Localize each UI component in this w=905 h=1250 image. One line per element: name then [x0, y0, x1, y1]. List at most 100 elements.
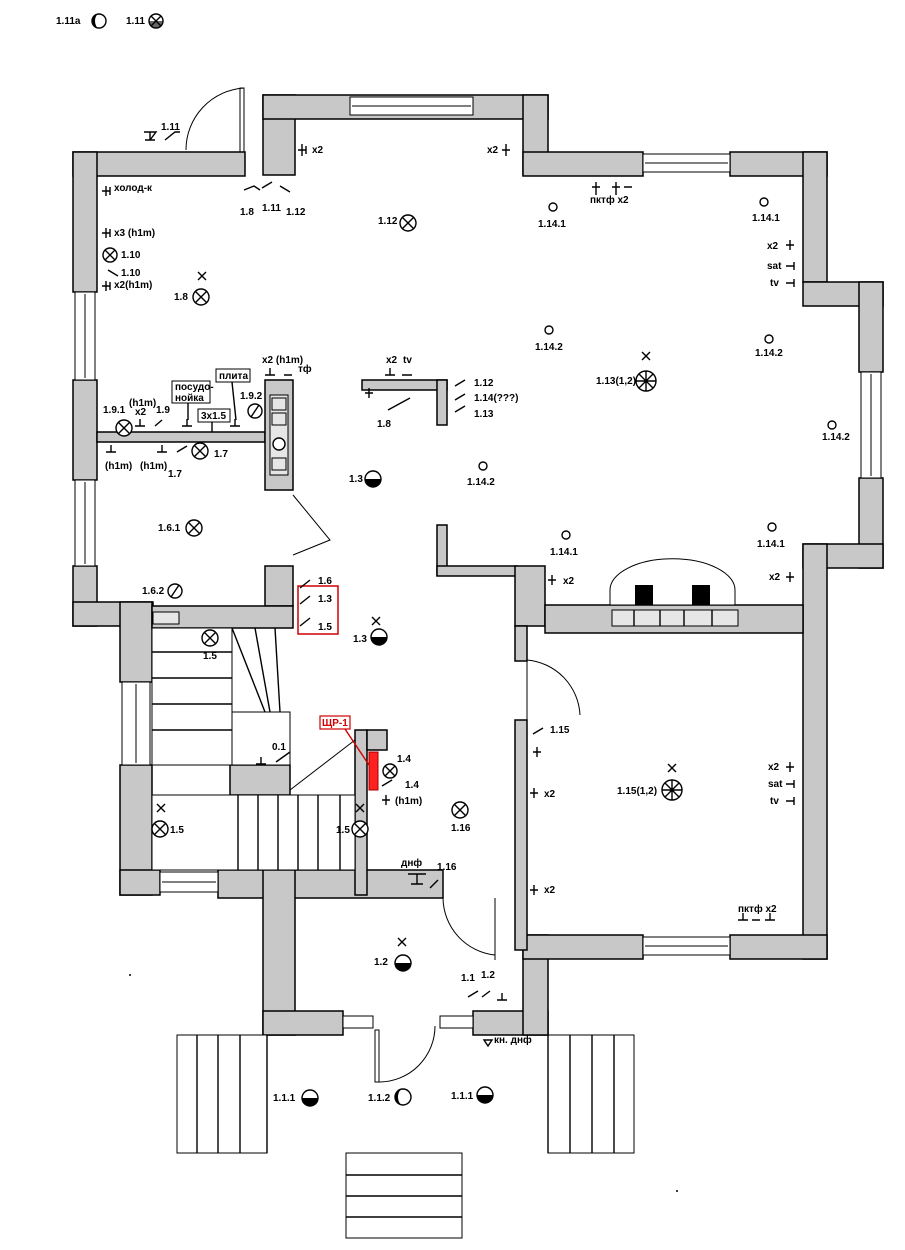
label: 1.9	[156, 405, 170, 416]
label: 1.8	[240, 207, 254, 218]
label: 1.14(???)	[474, 393, 518, 404]
label: x2	[487, 145, 499, 156]
label: tv	[770, 278, 779, 289]
junction-mark-icon	[667, 763, 677, 773]
label: 1.10	[121, 250, 141, 261]
label: sat	[767, 261, 782, 272]
socket-group-icon	[182, 419, 240, 427]
label: (h1m)	[129, 398, 156, 409]
chandelier-icon	[661, 779, 683, 801]
label: x2	[544, 885, 556, 896]
ceiling-light-icon	[151, 820, 169, 838]
socket-group-icon	[135, 419, 163, 427]
label: sat	[768, 779, 783, 790]
junction-mark-icon	[371, 616, 381, 626]
label: 1.14.2	[822, 432, 850, 443]
ceiling-light-icon	[201, 629, 219, 647]
label: 1.13(1,2)	[596, 376, 636, 387]
spotlight-icon	[827, 420, 837, 430]
label: x2	[312, 145, 324, 156]
smoke-detector-icon	[408, 873, 426, 885]
label: 1.3	[353, 634, 367, 645]
label: 1.4	[397, 754, 411, 765]
switch-group-icon	[454, 379, 466, 413]
staircase	[151, 627, 635, 1239]
switchboard-panel: ЩР-1	[319, 715, 379, 791]
ceiling-light-icon	[185, 519, 203, 537]
wall-light-icon	[394, 954, 412, 972]
socket-switch-icon	[381, 779, 393, 805]
label: 1.12	[286, 207, 306, 218]
switch-group-icon	[467, 990, 507, 1001]
label: 1.16	[437, 862, 457, 873]
label: 1.7	[214, 449, 228, 460]
socket-group-icon	[738, 913, 775, 921]
tv-socket-icon	[786, 797, 795, 805]
legend-label: 1.11a	[56, 16, 81, 27]
label: x2	[769, 572, 781, 583]
socket-switch-icon	[256, 751, 291, 765]
label: x2	[768, 762, 780, 773]
label: (h1m)	[140, 461, 167, 472]
label: 1.8	[174, 292, 188, 303]
dimmer-icon	[167, 583, 183, 599]
label: 1.14.2	[467, 477, 495, 488]
socket-icon	[144, 131, 158, 141]
spotlight-icon	[764, 334, 774, 344]
kitchen-boxes: посудо- нойка плита 3x1.5	[171, 368, 251, 432]
label: 1.13	[474, 409, 494, 420]
switch-icon	[387, 397, 411, 411]
label: x2 (h1m)	[262, 355, 303, 366]
socket-icon	[102, 186, 111, 196]
socket-icon	[298, 144, 307, 156]
label: 0.1	[272, 742, 286, 753]
socket-group-icon	[265, 368, 292, 376]
socket-icon	[548, 575, 556, 585]
wall-light-icon	[476, 1086, 494, 1104]
spotlight-icon	[544, 325, 554, 335]
label: 1.1	[461, 973, 475, 984]
label: 1.14.1	[752, 213, 780, 224]
label: tv	[770, 796, 779, 807]
label: 1.12	[474, 378, 494, 389]
spotlight-icon	[767, 522, 777, 532]
label: 1.11	[262, 203, 281, 214]
socket-icon	[102, 228, 111, 238]
wall-light-icon	[364, 470, 382, 488]
spotlight-icon	[759, 197, 769, 207]
label: тф	[298, 363, 312, 375]
label: холод-к	[114, 183, 153, 194]
label: tv	[403, 355, 412, 366]
wall-light-icon	[370, 628, 388, 646]
box-label: нойка	[175, 393, 204, 404]
half-moon-light-icon	[91, 13, 107, 29]
label: x2(h1m)	[114, 280, 152, 291]
ceiling-light-icon	[191, 442, 209, 460]
highlight-box	[297, 585, 339, 635]
sat-socket-icon	[786, 780, 795, 788]
labels: 1.11 x2 x2 пктф x2 1.8 1.11 1.12 холод-к…	[103, 122, 850, 1104]
legend-label: 1.11	[126, 16, 145, 27]
label: 1.14.1	[550, 547, 578, 558]
socket-switch-icon	[532, 727, 544, 757]
label: 1.6.1	[158, 523, 181, 534]
label: 1.5	[203, 651, 217, 662]
junction-mark-icon	[397, 937, 407, 947]
label: 1.3	[318, 594, 332, 605]
label: 1.9.1	[103, 405, 126, 416]
switch-icon	[164, 131, 180, 141]
dot-mark	[129, 974, 131, 976]
fireplace	[609, 558, 739, 627]
label: 1.5	[318, 622, 332, 633]
box-label: плита	[219, 371, 248, 382]
label: x2	[767, 241, 779, 252]
label: x2	[544, 789, 556, 800]
spotlight-icon	[478, 461, 488, 471]
label: 1.8	[377, 419, 391, 430]
label: (h1m)	[395, 796, 422, 807]
box-label: 3x1.5	[201, 411, 226, 422]
junction-mark-icon	[355, 803, 365, 813]
socket-icon	[102, 281, 111, 291]
label: 1.15(1,2)	[617, 786, 657, 797]
